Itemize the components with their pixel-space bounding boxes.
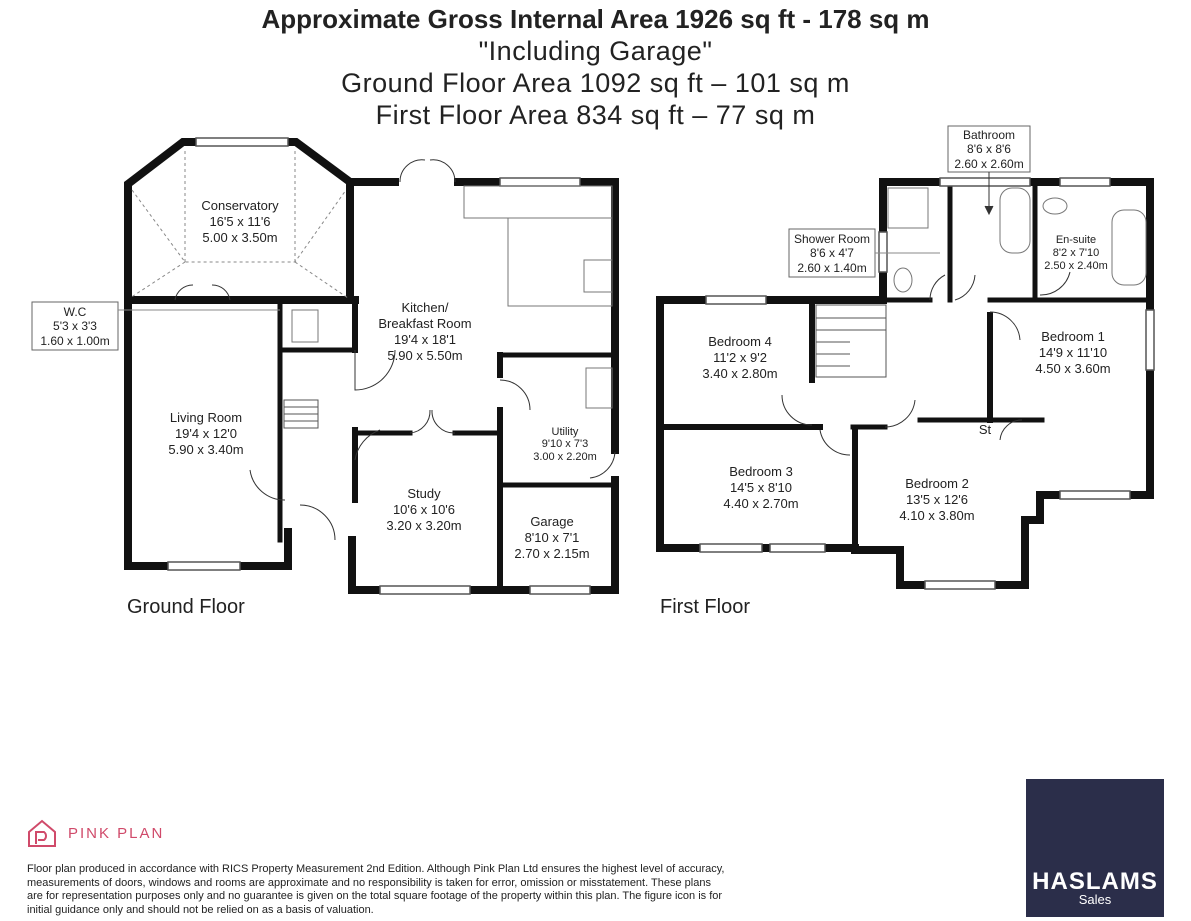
first-floor-doors: [781, 271, 1071, 456]
bedroom-3-metric: 4.40 x 2.70m: [723, 496, 798, 511]
bathroom-fittings: [887, 187, 1147, 293]
haslams-logo-sub: Sales: [1078, 892, 1112, 907]
pink-plan-name: PINK PLAN: [68, 824, 165, 842]
conservatory-metric: 5.00 x 3.50m: [202, 230, 277, 245]
bedroom-1-name: Bedroom 1: [1041, 329, 1105, 344]
ensuite-imperial: 8'2 x 7'10: [1053, 247, 1099, 259]
bathroom-name: Bathroom: [963, 128, 1015, 142]
garage-metric: 2.70 x 2.15m: [514, 546, 589, 561]
conservatory-imperial: 16'5 x 11'6: [209, 214, 270, 229]
wc-callout: W.C 5'3 x 3'3 1.60 x 1.00m: [31, 301, 280, 351]
study-metric: 3.20 x 3.20m: [386, 518, 461, 533]
ground-floor-windows: [167, 137, 591, 595]
wc-imperial: 5'3 x 3'3: [53, 319, 97, 333]
plan-title: Approximate Gross Internal Area 1926 sq …: [261, 4, 930, 34]
wc-name: W.C: [64, 305, 87, 319]
conservatory-name: Conservatory: [201, 198, 279, 213]
living-room-imperial: 19'4 x 12'0: [175, 426, 237, 441]
garage-note: "Including Garage": [478, 36, 713, 66]
bedroom-1-imperial: 14'9 x 11'10: [1039, 345, 1107, 360]
haslams-logo: HASLAMS Sales: [1026, 779, 1164, 917]
kitchen-fittings: [291, 185, 613, 409]
kitchen-metric: 5.90 x 5.50m: [387, 348, 462, 363]
first-stairs: [815, 304, 887, 378]
ground-floor-doors: [174, 159, 616, 541]
conservatory-roof-lines: [129, 148, 349, 299]
ground-floor-area: Ground Floor Area 1092 sq ft – 101 sq m: [341, 68, 850, 98]
wc-metric: 1.60 x 1.00m: [40, 334, 109, 348]
pink-plan-brand: PINK PLAN: [26, 818, 164, 848]
storage-label: St: [979, 422, 992, 437]
shower-room-imperial: 8'6 x 4'7: [810, 246, 854, 260]
kitchen-name-line1: Kitchen/: [402, 300, 449, 315]
bedroom-1-metric: 4.50 x 3.60m: [1035, 361, 1110, 376]
utility-name: Utility: [552, 426, 579, 438]
shower-room-metric: 2.60 x 1.40m: [797, 261, 866, 275]
haslams-logo-name: HASLAMS: [1032, 868, 1158, 895]
shower-room-callout: Shower Room 8'6 x 4'7 2.60 x 1.40m: [788, 228, 940, 278]
bedroom-4-metric: 3.40 x 2.80m: [702, 366, 777, 381]
ground-stairs: [283, 399, 319, 429]
bathroom-imperial: 8'6 x 8'6: [967, 142, 1011, 156]
bedroom-2-imperial: 13'5 x 12'6: [906, 492, 968, 507]
first-floor-windows: [699, 177, 1155, 590]
ensuite-name: En-suite: [1056, 234, 1096, 246]
ensuite-metric: 2.50 x 2.40m: [1044, 260, 1108, 272]
bedroom-4-imperial: 11'2 x 9'2: [713, 350, 767, 365]
bedroom-4-name: Bedroom 4: [708, 334, 772, 349]
shower-room-name: Shower Room: [794, 232, 870, 246]
living-room-name: Living Room: [170, 410, 242, 425]
bathroom-metric: 2.60 x 2.60m: [954, 157, 1023, 171]
bedroom-2-metric: 4.10 x 3.80m: [899, 508, 974, 523]
floor-plan-disclaimer: Floor plan produced in accordance with R…: [27, 863, 725, 916]
garage-name: Garage: [530, 514, 573, 529]
utility-imperial: 9'10 x 7'3: [542, 438, 588, 450]
garage-imperial: 8'10 x 7'1: [525, 530, 580, 545]
bedroom-3-name: Bedroom 3: [729, 464, 793, 479]
utility-metric: 3.00 x 2.20m: [533, 451, 597, 463]
bathroom-callout: Bathroom 8'6 x 8'6 2.60 x 2.60m: [947, 125, 1031, 216]
bedroom-3-imperial: 14'5 x 8'10: [730, 480, 792, 495]
study-name: Study: [407, 486, 441, 501]
study-imperial: 10'6 x 10'6: [393, 502, 455, 517]
bedroom-2-name: Bedroom 2: [905, 476, 969, 491]
kitchen-imperial: 19'4 x 18'1: [394, 332, 456, 347]
living-room-metric: 5.90 x 3.40m: [168, 442, 243, 457]
ground-floor-label: Ground Floor: [127, 596, 245, 618]
first-floor-area: First Floor Area 834 sq ft – 77 sq m: [375, 100, 816, 130]
kitchen-name-line2: Breakfast Room: [378, 316, 471, 331]
first-floor-label: First Floor: [660, 596, 750, 618]
pink-plan-logo-icon: [28, 819, 56, 847]
